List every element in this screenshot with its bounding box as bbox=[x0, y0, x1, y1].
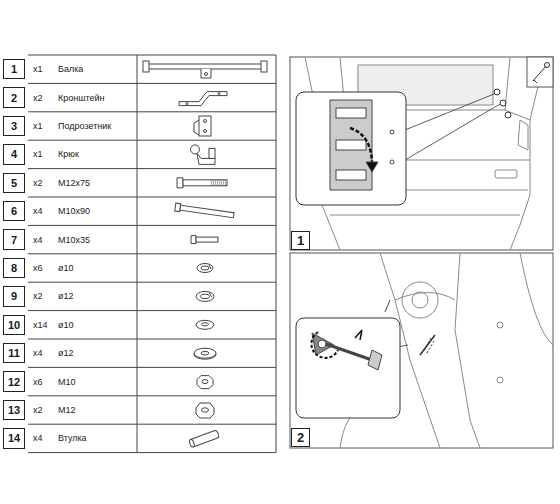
quantity-cell: x1 bbox=[33, 112, 43, 140]
quantity-cell: x2 bbox=[33, 396, 43, 424]
table-rule bbox=[28, 83, 276, 84]
step-number: 1 bbox=[291, 231, 310, 250]
row-number: 3 bbox=[3, 116, 25, 136]
row-number: 5 bbox=[3, 173, 25, 193]
quantity-cell: x14 bbox=[33, 311, 48, 339]
table-rule bbox=[28, 310, 276, 311]
table-rule bbox=[28, 339, 276, 340]
part-name-cell: ø10 bbox=[58, 311, 74, 339]
row-number: 14 bbox=[3, 428, 25, 448]
part-name-cell: M10 bbox=[58, 367, 76, 395]
table-rule bbox=[28, 168, 276, 169]
table-rule bbox=[28, 140, 276, 141]
quantity-cell: x4 bbox=[33, 225, 43, 253]
table-rule bbox=[28, 367, 276, 368]
row-number: 11 bbox=[3, 343, 25, 363]
part-name-cell: M12x75 bbox=[58, 169, 90, 197]
part-name-cell: Крюк bbox=[58, 140, 79, 168]
table-rule bbox=[28, 452, 276, 453]
quantity-cell: x2 bbox=[33, 282, 43, 310]
quantity-cell: x4 bbox=[33, 197, 43, 225]
table-rule bbox=[28, 395, 276, 396]
row-number: 13 bbox=[3, 400, 25, 420]
table-rule bbox=[28, 55, 276, 56]
part-name-cell: ø10 bbox=[58, 254, 74, 282]
part-name-cell: ø12 bbox=[58, 339, 74, 367]
part-name-cell: Подрозетник bbox=[58, 112, 111, 140]
quantity-cell: x4 bbox=[33, 339, 43, 367]
part-name-cell: M10x35 bbox=[58, 225, 90, 253]
quantity-cell: x2 bbox=[33, 83, 43, 111]
row-number: 12 bbox=[3, 371, 25, 391]
table-rule bbox=[28, 197, 276, 198]
part-name-cell: Втулка bbox=[58, 424, 87, 452]
quantity-cell: x4 bbox=[33, 424, 43, 452]
part-name-cell: ø12 bbox=[58, 282, 74, 310]
quantity-cell: x6 bbox=[33, 367, 43, 395]
row-number: 10 bbox=[3, 315, 25, 335]
row-number: 6 bbox=[3, 201, 25, 221]
quantity-cell: x1 bbox=[33, 140, 43, 168]
row-number: 9 bbox=[3, 286, 25, 306]
quantity-cell: x2 bbox=[33, 169, 43, 197]
table-rule bbox=[28, 424, 276, 425]
table-rule bbox=[28, 111, 276, 112]
quantity-cell: x6 bbox=[33, 254, 43, 282]
row-number: 7 bbox=[3, 229, 25, 249]
row-number: 2 bbox=[3, 87, 25, 107]
quantity-cell: x1 bbox=[33, 55, 43, 83]
part-name-cell: Балка bbox=[58, 55, 83, 83]
part-name-cell: Кронштейн bbox=[58, 83, 104, 111]
table-rule bbox=[28, 282, 276, 283]
row-number: 8 bbox=[3, 258, 25, 278]
part-name-cell: M10x90 bbox=[58, 197, 90, 225]
table-rule bbox=[28, 253, 276, 254]
row-number: 4 bbox=[3, 144, 25, 164]
part-name-cell: M12 bbox=[58, 396, 76, 424]
table-rule bbox=[28, 225, 276, 226]
step-number: 2 bbox=[291, 428, 310, 447]
row-number: 1 bbox=[3, 59, 25, 79]
